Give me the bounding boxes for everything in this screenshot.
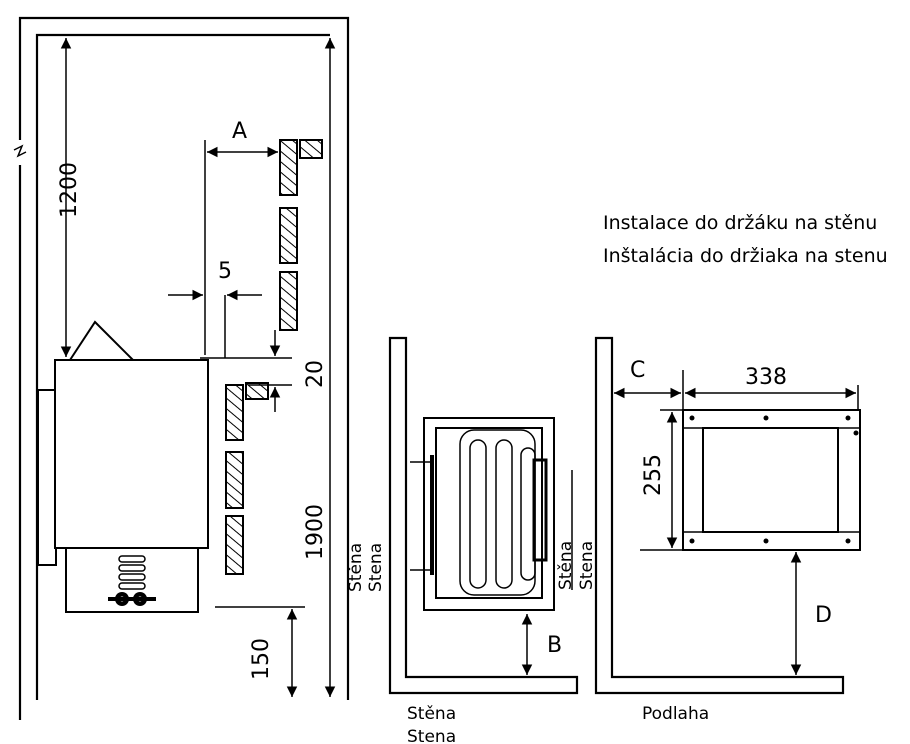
dim-A-label: A [232,119,247,144]
wall-floor [594,336,845,695]
title-sk: Inštalácia do držiaka na stenu [603,245,888,267]
wall-side-cz: Stěna [346,543,366,592]
dim-20-label: 20 [303,360,328,388]
sauna-heater [37,320,209,613]
dim-5-label: 5 [218,259,232,284]
top-view: Stěna Stena Stěna Stena Stěna Stena B [346,336,597,744]
dim-B-label: B [547,633,562,658]
wall-side-sk: Stena [366,543,386,592]
side-view: 1200 A 5 20 1900 150 [13,16,350,720]
wall-bracket-frame [682,409,861,551]
wall-right-cz: Stěna [556,541,576,590]
dim-D-label: D [815,603,832,628]
bracket-view: C 338 255 D Podlaha [594,336,861,724]
dim-338-label: 338 [745,365,787,390]
dim-1900-label: 1900 [303,504,328,560]
heater-top [69,320,134,361]
wall-bottom-cz: Stěna [407,704,456,724]
heater-body [54,359,209,549]
dim-1200-label: 1200 [57,162,82,218]
control-knobs-icon [108,592,156,606]
dim-255-label: 255 [641,454,666,496]
title-cz: Instalace do držáku na stěnu [603,212,877,234]
wall-bottom-sk: Stena [407,727,456,744]
wall-right-sk: Stena [577,541,597,590]
dim-150-label: 150 [249,638,274,680]
wooden-guard-rail [225,139,323,575]
dim-C-label: C [630,358,645,383]
wall-bracket [37,389,57,566]
outer-wall [18,16,350,700]
vent-icon [118,555,146,590]
corner-wall [388,336,579,695]
wall-break [13,144,27,158]
floor-label: Podlaha [642,704,709,724]
